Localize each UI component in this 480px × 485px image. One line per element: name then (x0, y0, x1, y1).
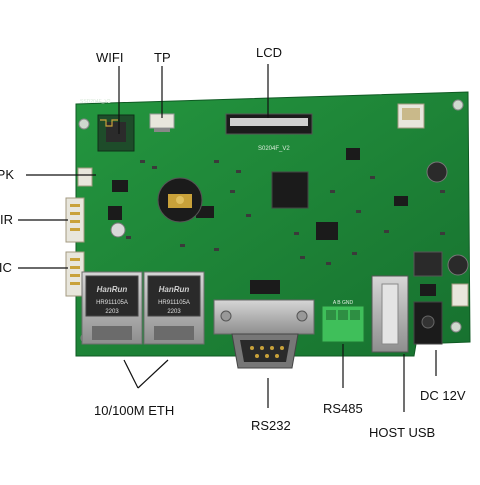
ethernet-jack-2: HanRun HR911105A 2203 (143, 271, 205, 345)
eth-label: 10/100M ETH (94, 403, 175, 418)
chip (346, 148, 360, 160)
svg-text:HR911105A: HR911105A (96, 300, 128, 306)
mount-hole (450, 321, 462, 333)
rs485-terminal-block: A B GND (321, 300, 365, 343)
power-header-inner (402, 108, 420, 120)
tp-label: TP (154, 50, 171, 65)
lcd-label: LCD (256, 45, 283, 60)
dc-barrel-jack (413, 301, 443, 345)
ir-label: IR (0, 212, 13, 227)
wifi-antenna (100, 119, 118, 127)
chip (316, 222, 338, 240)
silk-model: SSD204F_V2 (80, 99, 111, 105)
mount-hole (78, 118, 90, 130)
host-usb-label: HOST USB (369, 425, 436, 440)
inductor (413, 251, 443, 277)
electrolytic-capacitor (447, 254, 469, 276)
chip (394, 196, 408, 206)
main-soc (271, 171, 309, 209)
svg-text:2203: 2203 (105, 309, 119, 315)
dc-label: DC 12V (420, 388, 466, 403)
silk-rev: S0204F_V2 (258, 146, 290, 152)
spk-header (77, 167, 93, 187)
svg-text:HR911105A: HR911105A (158, 300, 190, 306)
electrolytic-capacitor (110, 222, 126, 238)
svg-text:HanRun: HanRun (97, 285, 128, 294)
svg-text:2203: 2203 (167, 309, 181, 315)
rs485-label: RS485 (323, 401, 363, 416)
side-header (451, 283, 469, 307)
eth-callout-right (137, 359, 169, 389)
wifi-label: WIFI (96, 50, 124, 65)
mic-header-pins (70, 258, 80, 285)
chip (112, 180, 128, 192)
ethernet-jack-1: HanRun HR911105A 2203 (81, 271, 143, 345)
passive-components (126, 160, 445, 265)
ir-header-pins (70, 204, 80, 231)
spk-label: SPK (0, 167, 15, 182)
rs232-db9-connector (213, 299, 315, 369)
chip (250, 280, 280, 294)
battery-contact (176, 196, 184, 204)
rs232-label: RS232 (251, 418, 291, 433)
tp-connector-pins (154, 128, 170, 132)
chip (108, 206, 122, 220)
mount-hole (452, 99, 464, 111)
svg-text:A B GND: A B GND (333, 300, 354, 306)
usb-host-connector (371, 275, 409, 353)
chip (420, 284, 436, 296)
eth-callout-left (123, 359, 139, 389)
svg-text:HanRun: HanRun (159, 285, 190, 294)
mic-label: MIC (0, 260, 12, 275)
wifi-chip (106, 122, 126, 142)
callout-lines (18, 64, 437, 412)
electrolytic-capacitor (426, 161, 448, 183)
lcd-connector-slot (230, 118, 308, 126)
